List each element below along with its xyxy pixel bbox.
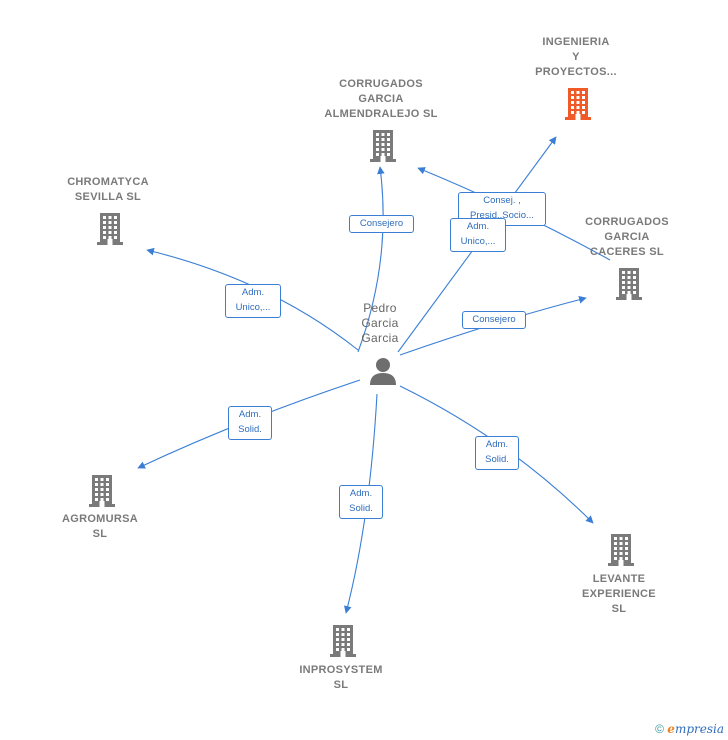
- company-label-line: LEVANTE: [592, 573, 646, 585]
- company-label-line: ALMENDRALEJO SL: [324, 108, 438, 120]
- edge-label-caceres[interactable]: Consejero: [462, 311, 526, 329]
- company-label-line: CACERES SL: [590, 246, 664, 258]
- edge-label-line: Solid.: [485, 454, 509, 465]
- company-label-line: EXPERIENCE: [582, 588, 656, 600]
- brand-logo-rest: mpresia: [674, 722, 724, 736]
- company-label-line: GARCIA: [358, 93, 404, 105]
- building-icon[interactable]: [87, 473, 117, 507]
- company-label-line: SL: [611, 603, 627, 615]
- company-label-line: SL: [333, 679, 349, 691]
- edge-label-line: Solid.: [349, 503, 373, 514]
- brand-logo-e: e: [667, 722, 675, 736]
- edge-label-chromatyca[interactable]: Adm. Unico,...: [225, 284, 281, 318]
- copyright-symbol: ©: [655, 722, 664, 736]
- company-label-line: INGENIERIA: [542, 36, 610, 48]
- company-label-agromursa[interactable]: AGROMURSA SL: [30, 512, 170, 542]
- company-label-corrugados-almendralejo[interactable]: CORRUGADOS GARCIA ALMENDRALEJO SL: [311, 77, 451, 122]
- edge-label-inprosystem[interactable]: Adm. Solid.: [339, 485, 383, 519]
- building-icon[interactable]: [614, 266, 644, 300]
- company-label-chromatyca[interactable]: CHROMATYCA SEVILLA SL: [38, 175, 178, 205]
- edge-label-line: Presid.,Socio...: [470, 210, 534, 221]
- edge-label-agromursa[interactable]: Adm. Solid.: [228, 406, 272, 440]
- company-label-corrugados-caceres[interactable]: CORRUGADOS GARCIA CACERES SL: [557, 215, 697, 260]
- edge-label-almendralejo[interactable]: Consejero: [349, 215, 414, 233]
- edge-label-levante[interactable]: Adm. Solid.: [475, 436, 519, 470]
- edge-label-line: Unico,...: [460, 236, 496, 247]
- company-label-line: AGROMURSA: [61, 513, 139, 525]
- edge-label-line: Consejero: [472, 314, 516, 325]
- company-label-line: CORRUGADOS: [339, 78, 423, 90]
- company-label-line: SEVILLA SL: [74, 191, 142, 203]
- building-icon[interactable]: [95, 211, 125, 245]
- company-label-line: Y: [572, 51, 580, 63]
- company-label-line: CHROMATYCA: [67, 176, 149, 188]
- company-label-line: CORRUGADOS: [585, 216, 669, 228]
- company-label-line: SL: [92, 528, 108, 540]
- edge-label-line: Adm.: [466, 221, 490, 232]
- brand-logo: empresia: [667, 722, 724, 736]
- company-label-line: PROYECTOS...: [535, 66, 617, 78]
- edge-label-line: Unico,...: [235, 302, 271, 313]
- edge-label-line: Solid.: [238, 424, 262, 435]
- building-icon[interactable]: [606, 532, 636, 566]
- edge-label-line: Adm.: [238, 409, 262, 420]
- edge-label-line: Adm.: [241, 287, 265, 298]
- building-icon[interactable]: [563, 86, 593, 120]
- edge-label-line: Consej. ,: [483, 195, 521, 206]
- person-name-line: Garcia: [361, 331, 399, 345]
- company-label-inprosystem[interactable]: INPROSYSTEM SL: [271, 663, 411, 693]
- person-name-line: Garcia: [361, 316, 399, 330]
- company-label-line: GARCIA: [604, 231, 650, 243]
- footer-brand[interactable]: © empresia: [655, 722, 724, 736]
- company-label-ingenieria[interactable]: INGENIERIA Y PROYECTOS...: [506, 35, 646, 80]
- building-icon[interactable]: [368, 128, 398, 162]
- company-label-line: INPROSYSTEM: [299, 664, 383, 676]
- edge-label-line: Consejero: [359, 218, 404, 229]
- edge-label-ingenieria[interactable]: Adm. Unico,...: [450, 218, 506, 252]
- person-icon[interactable]: [368, 356, 398, 386]
- building-icon[interactable]: [328, 623, 358, 657]
- person-name-line: Pedro: [363, 301, 397, 315]
- edge-label-line: Adm.: [485, 439, 509, 450]
- company-label-levante[interactable]: LEVANTE EXPERIENCE SL: [549, 572, 689, 617]
- edge-almendralejo: [357, 166, 385, 353]
- edge-label-line: Adm.: [349, 488, 373, 499]
